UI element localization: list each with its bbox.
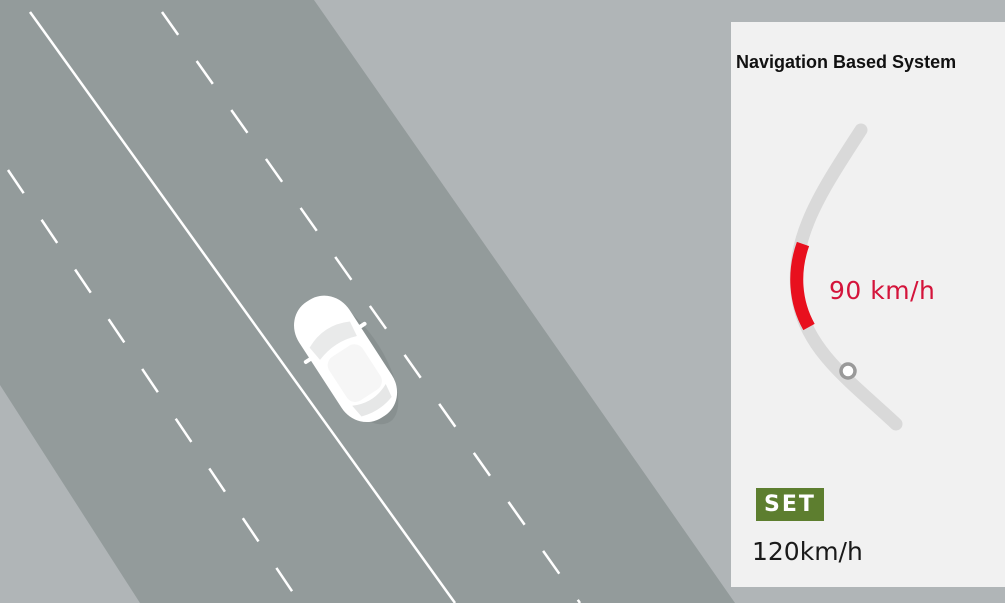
set-speed-value: 120km/h	[752, 537, 863, 566]
set-badge: SET	[756, 488, 824, 521]
speed-limit-label: 90 km/h	[829, 276, 935, 305]
panel-title: Navigation Based System	[736, 52, 956, 73]
speed-limit-segment	[797, 244, 809, 327]
position-marker-icon	[841, 364, 855, 378]
navigation-panel: Navigation Based System 90 km/h SET 120k…	[731, 22, 1005, 587]
